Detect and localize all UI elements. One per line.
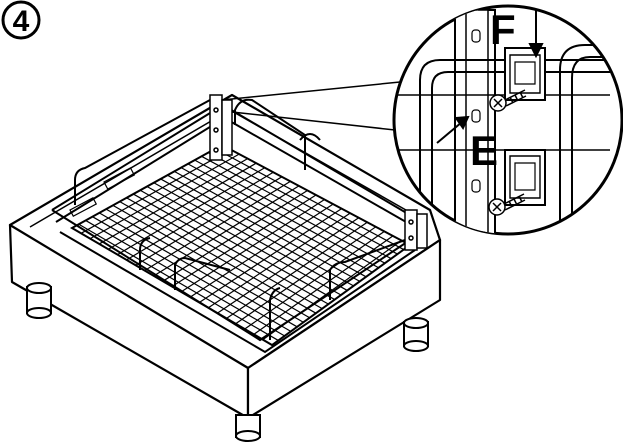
mesh-wire [235,226,377,325]
detail-circle [392,4,623,236]
mesh-wire [171,194,317,288]
side-bracket [404,209,428,251]
basket-labels [69,167,136,217]
mesh-wire [208,152,398,255]
detail-view: F E [392,4,623,236]
mesh-wire [173,170,367,278]
magnifier-leaders [221,81,401,131]
mesh-wire [167,174,361,282]
mesh-wire [201,155,392,260]
mesh-wire [153,182,348,291]
foot-front [235,414,261,442]
step-badge: 4 [1,0,41,40]
mesh-wire [187,163,379,269]
mesh-wire [226,221,368,319]
detail-content [395,9,610,234]
mesh-wire [180,199,325,293]
mesh-wire [194,159,386,264]
step-number: 4 [13,5,30,38]
screw-upper [489,89,527,112]
mesh-wire [244,230,385,330]
mesh-wire [217,217,360,314]
foot-right [403,317,429,352]
cabinet-feet [26,282,429,442]
mesh-wire [160,178,354,287]
rear-bracket [209,94,233,161]
wire-basket [51,94,428,354]
callout-letter-lower: E [470,127,498,174]
mesh-wire [180,167,373,273]
mesh-wire [198,208,342,303]
insert-arrows [436,10,544,144]
mesh-wire [208,212,351,309]
cabinet-side-face [246,238,442,420]
callout-letter-upper: F [490,6,516,53]
foot-left [26,282,52,319]
screw-lower [488,193,526,216]
basket-grid [78,148,405,341]
mesh-wire [189,203,334,298]
basket-rails [51,98,421,354]
mesh-wire [214,148,405,251]
